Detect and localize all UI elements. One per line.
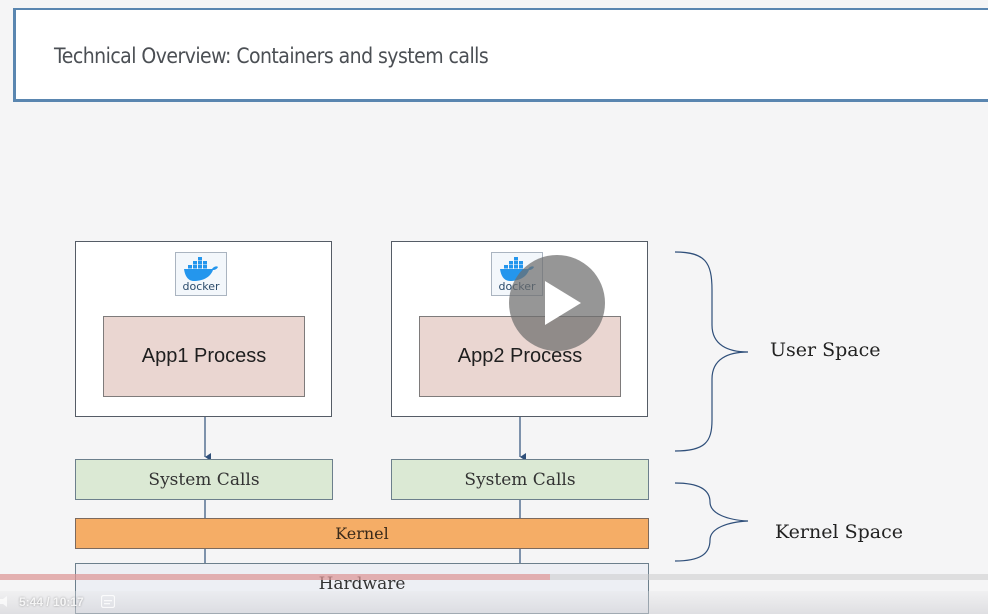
kernel-space-label: Kernel Space [775,521,903,543]
closed-captions-icon[interactable] [101,595,115,608]
play-button[interactable] [509,255,605,351]
kernel-space-brace [674,482,749,562]
slide-title-box: Technical Overview: Containers and syste… [13,8,988,102]
kernel-layer: Kernel [75,518,649,549]
slide-title: Technical Overview: Containers and syste… [54,44,489,68]
play-icon [545,281,581,325]
docker-logo-label: docker [182,280,220,293]
docker-logo: docker [175,252,227,296]
video-controls-bar: 5:44 / 10:17 [0,591,988,614]
video-progress-fill [0,574,551,580]
docker-whale-icon [184,257,218,281]
user-space-brace [674,251,749,452]
user-space-label: User Space [770,339,881,361]
system-calls-box-1: System Calls [75,459,333,500]
time-display: 5:44 / 10:17 [19,595,84,609]
volume-icon[interactable] [0,595,12,608]
video-progress-bar[interactable] [0,574,988,580]
app1-process-box: App1 Process [103,316,305,397]
system-calls-box-2: System Calls [391,459,649,500]
